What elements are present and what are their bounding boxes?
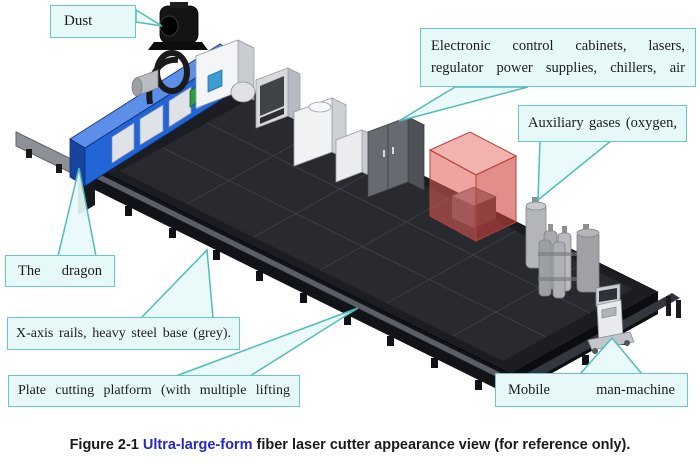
small-supply-box xyxy=(334,129,375,183)
electronic-control-cabinet xyxy=(367,116,425,198)
electronic-callout xyxy=(398,86,529,122)
caption-suffix: fiber laser cutter appearance view (for … xyxy=(252,437,631,453)
label-x-axis-rails: X-axis rails, heavy steel base (grey). xyxy=(7,317,240,350)
gas-cylinders xyxy=(525,197,600,299)
air-conditioner-unit xyxy=(195,39,256,109)
label-auxiliary-gases: Auxiliary gases (oxygen, xyxy=(518,105,687,142)
dust-collector xyxy=(148,2,208,50)
x-axis-rail-front xyxy=(95,172,511,384)
laser-source-red-enclosure xyxy=(428,131,518,242)
label-the-dragon: The dragon xyxy=(5,255,115,287)
label-dust: Dust xyxy=(50,5,136,38)
label-plate-cutting-platform: Plate cutting platform (with multiple li… xyxy=(8,375,300,407)
label-mobile-man-machine: Mobile man-machine xyxy=(495,373,688,407)
figure-caption: Figure 2-1 Ultra-large-form fiber laser … xyxy=(0,437,700,453)
auxiliary-callout xyxy=(537,139,615,202)
mobile-console-kiosk xyxy=(587,283,635,354)
caption-prefix: Figure 2-1 xyxy=(69,437,143,453)
callout-pointers xyxy=(57,8,644,377)
label-electronic-control: Electronic control cabinets, lasers, reg… xyxy=(420,28,696,87)
chiller-cabinet xyxy=(255,67,301,129)
platform-grid xyxy=(162,122,591,338)
caption-highlight: Ultra-large-form xyxy=(142,437,253,453)
dust-callout xyxy=(135,8,163,27)
xaxis-callout xyxy=(139,248,214,319)
